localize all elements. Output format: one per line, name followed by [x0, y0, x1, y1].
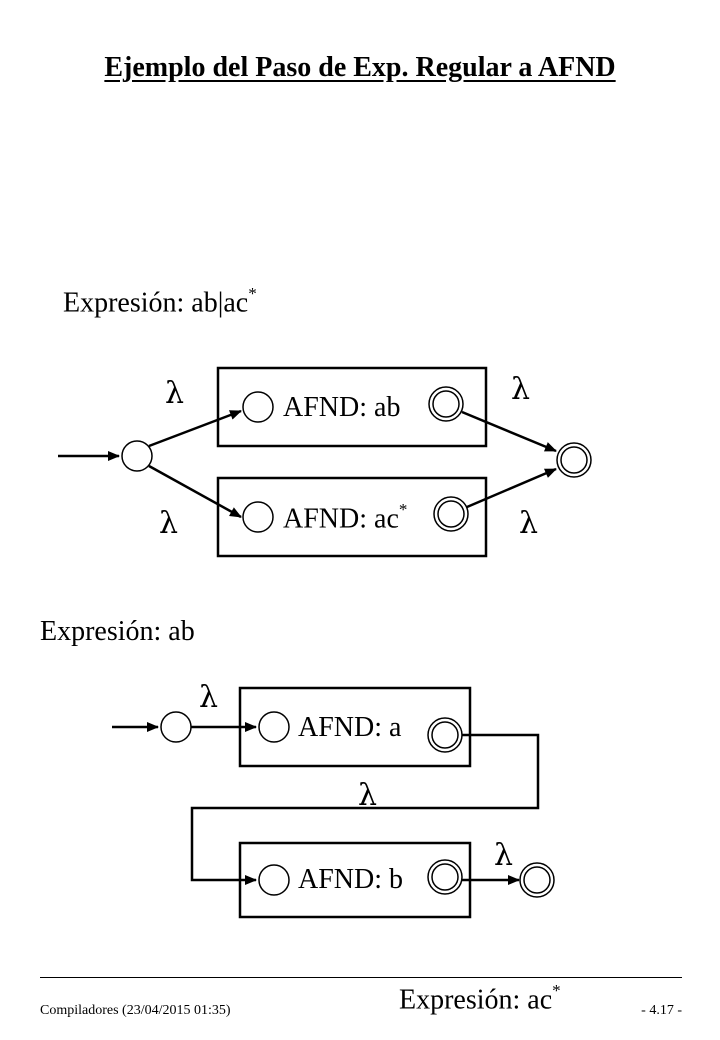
footer-page-number: - 4.17 - — [641, 1003, 682, 1018]
box-afnd-acstar-label: AFND: ac* — [283, 500, 408, 535]
footer-left: Compiladores (23/04/2015 01:35) — [40, 1003, 231, 1018]
box-afnd-ac-star — [216, 476, 488, 558]
expression-union: Expresión: ab|ac* — [63, 284, 257, 319]
lambda-union-bottom-right: λ — [519, 506, 539, 541]
expression-concat: Expresión: ab — [40, 616, 195, 648]
state-a-start — [258, 711, 290, 743]
state-concat-start — [160, 711, 192, 743]
state-ab-final-inner — [432, 390, 460, 418]
box-afnd-b-label: AFND: b — [298, 864, 404, 895]
state-a-final-outer — [427, 717, 463, 753]
state-b-final-inner — [431, 863, 459, 891]
state-acstar-start — [242, 501, 274, 533]
state-ab-start — [242, 391, 274, 423]
box-afnd-ab — [216, 366, 488, 448]
state-concat-final-outer — [519, 862, 555, 898]
expression-kleene: Expresión: ac* — [399, 981, 561, 1016]
lambda-concat-link: λ — [358, 778, 378, 813]
expression-concat-label: Expresión: ab — [40, 616, 195, 647]
state-a-final-inner — [431, 721, 459, 749]
expression-union-label: Expresión: ab|ac — [63, 287, 249, 319]
footer-rule — [40, 977, 682, 978]
edge-start-to-acstar — [148, 464, 242, 519]
lambda-union-top-left: λ — [165, 376, 185, 411]
edge-acstar-to-final — [466, 467, 557, 509]
lambda-concat-exit: λ — [494, 838, 514, 873]
box-afnd-acstar-sup: * — [398, 500, 408, 519]
edge-a-to-b — [190, 733, 540, 885]
lambda-union-bottom-left: λ — [159, 506, 179, 541]
lambda-concat-entry: λ — [199, 680, 219, 715]
page-title: Ejemplo del Paso de Exp. Regular a AFND — [104, 52, 616, 83]
edge-ab-to-final — [461, 410, 557, 453]
state-concat-final-inner — [523, 866, 551, 894]
box-afnd-acstar-text: AFND: ac — [283, 503, 399, 535]
box-afnd-ab-label: AFND: ab — [283, 392, 400, 424]
expression-union-sup: * — [248, 284, 257, 303]
state-b-final-outer — [427, 859, 463, 895]
state-ab-final-outer — [428, 386, 464, 422]
lambda-union-top-right: λ — [511, 372, 531, 407]
expression-kleene-label: Expresión: ac — [399, 984, 553, 1016]
box-afnd-a-label: AFND: a — [298, 712, 402, 743]
edge-start-to-ab — [148, 409, 242, 448]
state-acstar-final-outer — [433, 496, 469, 532]
state-union-final-inner — [560, 446, 588, 474]
state-b-start — [258, 864, 290, 896]
state-union-start — [121, 440, 153, 472]
state-union-final-outer — [556, 442, 592, 478]
expression-kleene-sup: * — [552, 981, 561, 1000]
box-afnd-ab-text: AFND: ab — [283, 392, 401, 423]
state-acstar-final-inner — [437, 500, 465, 528]
